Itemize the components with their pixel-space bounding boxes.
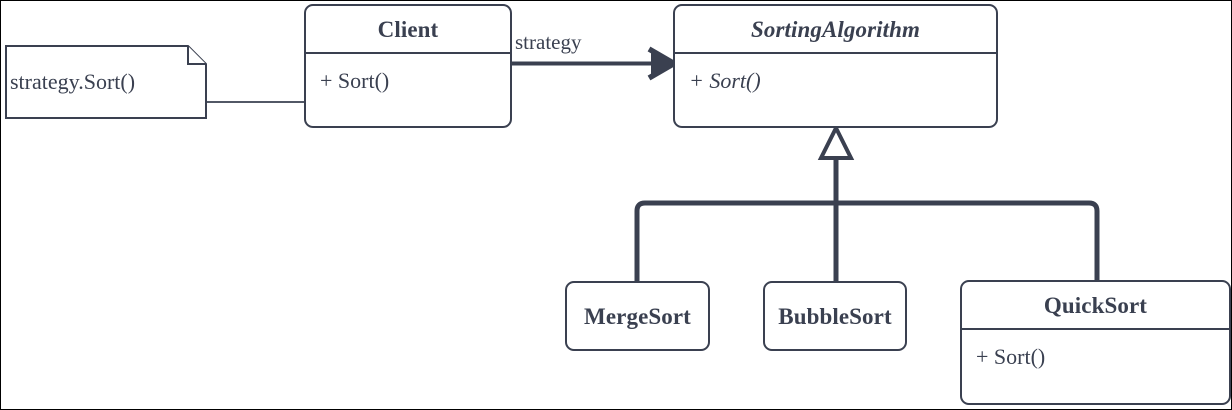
class-compartment-separator — [306, 52, 510, 54]
generalization-triangle — [817, 123, 855, 160]
generalization-bus-right — [836, 200, 1100, 282]
class-compartment-separator — [962, 328, 1229, 330]
class-member-quicksort-sort: + Sort() — [976, 344, 1046, 369]
class-member-sortingalgorithm-sort: + Sort() — [689, 68, 761, 93]
class-member-client-sort: + Sort() — [320, 68, 390, 93]
class-box-client[interactable]: Client + Sort() — [304, 4, 512, 128]
class-name-quicksort: QuickSort — [1043, 292, 1148, 318]
note-fold — [187, 46, 206, 65]
generalization-bus-left — [634, 200, 836, 282]
association-role-label: strategy — [515, 30, 582, 54]
class-name-sortingalgorithm: SortingAlgorithm — [750, 16, 921, 42]
class-name-bubblesort: BubbleSort — [778, 303, 892, 329]
class-box-mergesort[interactable]: MergeSort — [565, 281, 710, 351]
class-compartment-separator — [675, 52, 996, 54]
class-name-client: Client — [377, 16, 439, 42]
note-shape — [5, 45, 207, 119]
class-box-quicksort[interactable]: QuickSort + Sort() — [960, 280, 1231, 405]
note-text: strategy.Sort() — [10, 69, 136, 94]
association-arrowhead-fill — [651, 53, 673, 74]
class-box-sortingalgorithm[interactable]: SortingAlgorithm + Sort() — [673, 4, 998, 128]
class-name-mergesort: MergeSort — [584, 303, 691, 329]
class-box-bubblesort[interactable]: BubbleSort — [763, 281, 907, 351]
